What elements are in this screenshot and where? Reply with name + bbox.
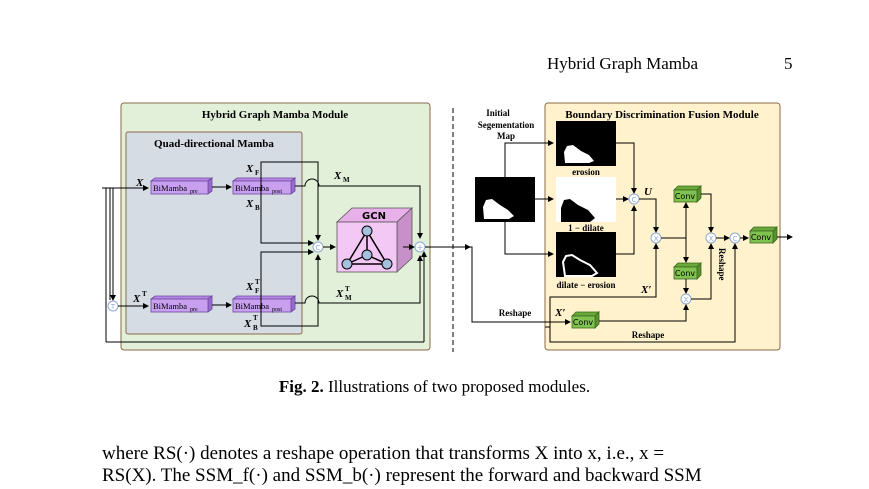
figure-2: Hybrid Graph Mamba Module Quad-direction…	[102, 102, 793, 352]
concat-op-u: C	[632, 196, 637, 204]
label-xmt: X	[335, 288, 344, 300]
one-minus-dilate-label: 1 − dilate	[568, 223, 604, 233]
conv-block-final: Conv	[749, 226, 778, 244]
label-xb-sub: B	[255, 204, 260, 212]
bimamba-pre-label-b: BiMamba	[153, 301, 187, 311]
bimamba-post-label: BiMamba	[235, 183, 269, 193]
mult-op-2: X	[709, 235, 714, 243]
bimamba-post-sub-b: post	[272, 307, 282, 313]
page-number: 5	[784, 54, 793, 73]
conv-label-bottom: Conv	[573, 318, 594, 327]
dilate-minus-erosion-map	[556, 232, 616, 277]
add-op: +	[417, 243, 424, 252]
label-xf-sub: F	[255, 169, 259, 177]
boundary-discrimination-fusion-module: Boundary Discrimination Fusion Module In…	[462, 102, 793, 351]
right-module-title: Boundary Discrimination Fusion Module	[565, 109, 759, 121]
hybrid-graph-mamba-module: Hybrid Graph Mamba Module Quad-direction…	[102, 102, 471, 351]
caption-prefix: Fig. 2.	[278, 377, 324, 396]
bimamba-pre-top: BiMamba pre	[149, 177, 214, 195]
input-label-line1: Initial	[486, 108, 510, 118]
label-xf: X	[245, 163, 254, 175]
label-xft-sup: T	[255, 278, 260, 286]
bimamba-post-top: BiMamba post	[231, 177, 297, 195]
caption-text: Illustrations of two proposed modules.	[323, 377, 591, 396]
bimamba-post-sub: post	[272, 189, 282, 195]
conv-block-middle: Conv	[673, 262, 702, 280]
label-u: U	[644, 186, 653, 198]
figure-caption: Fig. 2. Illustrations of two proposed mo…	[0, 377, 869, 397]
mult-op-1: X	[654, 235, 659, 243]
bimamba-pre-sub: pre	[190, 189, 198, 195]
one-minus-dilate-map	[556, 177, 616, 222]
dilate-minus-erosion-label: dilate − erosion	[557, 280, 616, 290]
bimamba-pre-label: BiMamba	[153, 183, 187, 193]
concat-op-final: C	[733, 235, 738, 243]
label-xmt-sub: M	[345, 294, 352, 302]
body-paragraph-line2: RS(X). The SSM_f(·) and SSM_b(·) represe…	[102, 465, 702, 486]
input-label-line3: Map	[497, 131, 515, 141]
gcn-block: GCN	[335, 207, 414, 273]
mult-op-3: X	[684, 296, 689, 304]
label-xb: X	[245, 198, 254, 210]
conv-label-final: Conv	[751, 233, 772, 242]
bimamba-post-bottom: BiMamba post	[231, 295, 297, 313]
conv-block-bottom: Conv	[571, 311, 600, 329]
input-label-line2: Segementation	[478, 120, 535, 130]
label-xbt-sup: T	[253, 314, 258, 322]
label-xm: X	[333, 170, 342, 182]
erosion-label: erosion	[572, 167, 600, 177]
concat-op-left: C	[316, 244, 321, 252]
bimamba-pre-sub-b: pre	[190, 307, 198, 313]
label-xmt-sup: T	[345, 285, 350, 293]
label-xbt: X	[243, 318, 252, 330]
label-xt: X	[132, 293, 141, 305]
label-xprime-upper: X′	[640, 284, 651, 296]
transpose-op: T	[110, 303, 116, 311]
bimamba-pre-bottom: BiMamba pre	[149, 295, 214, 313]
label-xft-sub: F	[255, 287, 259, 295]
running-head: Hybrid Graph Mamba	[547, 54, 699, 73]
reshape-label-left: Reshape	[499, 308, 532, 318]
gcn-label: GCN	[362, 211, 386, 222]
label-x: X	[135, 177, 144, 189]
quad-directional-title: Quad-directional Mamba	[154, 138, 274, 150]
conv-block-top: Conv	[673, 185, 702, 203]
left-module-title: Hybrid Graph Mamba Module	[202, 109, 348, 121]
conv-label-middle: Conv	[675, 269, 696, 278]
label-xt-sup: T	[142, 290, 147, 298]
label-xft: X	[245, 281, 254, 293]
bimamba-post-label-b: BiMamba	[235, 301, 269, 311]
initial-segmentation-map	[475, 177, 535, 222]
body-paragraph-line1: where RS(·) denotes a reshape operation …	[102, 443, 665, 464]
reshape-label-vertical: Reshape	[717, 248, 727, 281]
conv-label-top: Conv	[675, 192, 696, 201]
label-xprime-lower: X′	[554, 307, 565, 319]
label-xm-sub: M	[343, 176, 350, 184]
reshape-label-bottom: Reshape	[632, 330, 665, 340]
erosion-map	[556, 121, 616, 166]
label-xbt-sub: B	[253, 324, 258, 332]
